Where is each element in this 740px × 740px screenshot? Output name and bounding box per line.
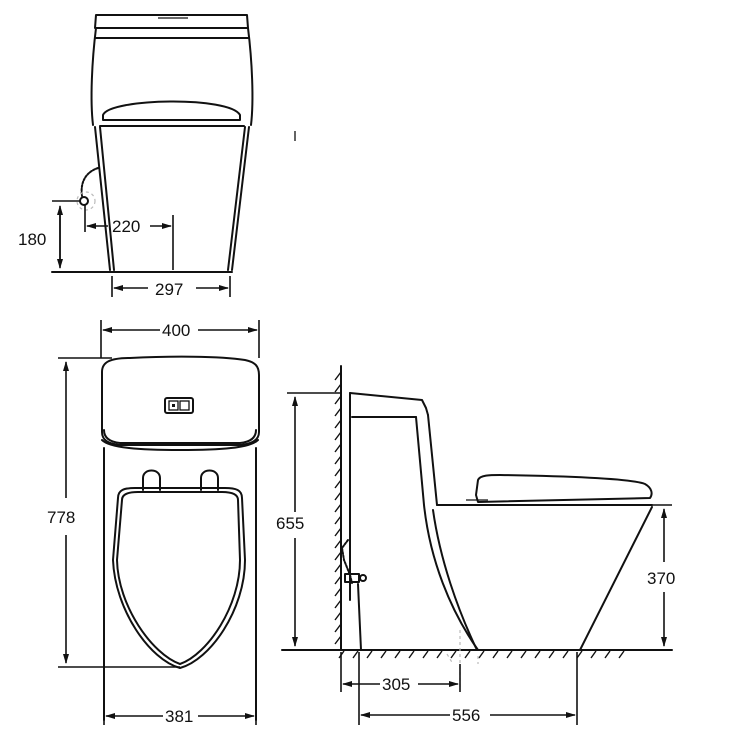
- dim-inlet-height: 180: [18, 230, 46, 249]
- dim-base-width: 297: [155, 280, 183, 299]
- dim-inlet-to-center: 220: [112, 217, 140, 236]
- dim-bowl-width: 381: [165, 707, 193, 726]
- dim-overall-length: 778: [47, 508, 75, 527]
- dim-wall-to-outlet: 305: [382, 675, 410, 694]
- dim-tank-width: 400: [162, 321, 190, 340]
- side-view: [281, 365, 673, 725]
- dim-overall-height: 655: [276, 514, 304, 533]
- floor-hatching: [338, 650, 625, 659]
- top-view: [58, 320, 260, 725]
- wall-hatching: [334, 371, 342, 645]
- dim-rim-height: 370: [647, 569, 675, 588]
- front-view: [51, 14, 254, 297]
- dim-base-depth: 556: [452, 706, 480, 725]
